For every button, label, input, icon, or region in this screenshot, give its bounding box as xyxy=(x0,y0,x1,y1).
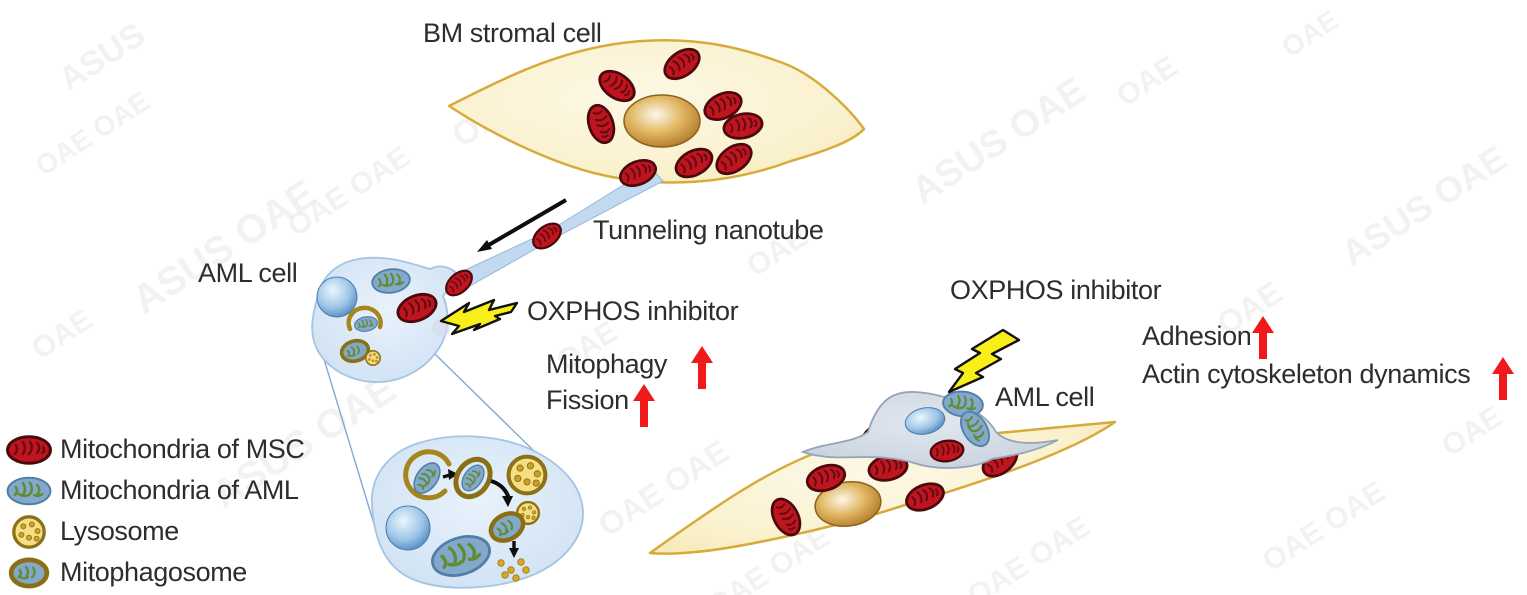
lysosome-shape xyxy=(365,350,381,366)
stromal-right-nucleus xyxy=(814,480,882,528)
inset-step-arrow-1 xyxy=(442,469,458,480)
legend-item-mitophagosome: Mitophagosome xyxy=(4,552,305,593)
lightning-bolt-icon xyxy=(439,298,519,336)
legend-label: Lysosome xyxy=(60,516,179,546)
bm-nucleus xyxy=(623,94,701,148)
label-oxphos-inhibitor-left: OXPHOS inhibitor xyxy=(527,296,739,326)
legend-label: Mitochondria of AML xyxy=(60,475,299,505)
arrow-up-icon-adhesion xyxy=(1252,316,1274,359)
label-mitophagy: Mitophagy xyxy=(546,349,667,379)
inset-step-arrow-2 xyxy=(490,479,513,507)
arrow-up-icon-fission xyxy=(633,384,655,427)
legend-item-mitochondria-aml: Mitochondria of AML xyxy=(4,470,305,511)
vesicle xyxy=(432,319,450,337)
legend: Mitochondria of MSC Mitochondria of AML … xyxy=(4,429,305,593)
mitochondria-aml-icon xyxy=(6,476,52,505)
aml-cell-left xyxy=(311,256,536,525)
aml-nucleus xyxy=(316,276,358,318)
zoom-line-left xyxy=(319,345,375,525)
lightning-bolt-icon-right xyxy=(947,328,1021,394)
aml-right-nucleus xyxy=(904,407,946,435)
arrow-up-icon-mitophagy xyxy=(691,346,713,389)
inset-nucleus xyxy=(385,505,431,551)
bm-stromal-cell xyxy=(447,38,866,185)
phagophore-arc xyxy=(346,305,383,332)
label-aml-cell-left: AML cell xyxy=(198,258,298,288)
legend-item-lysosome: Lysosome xyxy=(4,511,305,552)
degradation-dots xyxy=(497,558,530,582)
label-actin-cytoskeleton-dynamics: Actin cytoskeleton dynamics xyxy=(1142,359,1471,389)
inset-phagophore-arc xyxy=(403,449,452,501)
transfer-direction-arrow xyxy=(477,198,568,252)
label-tunneling-nanotube: Tunneling nanotube xyxy=(593,215,824,245)
inset-lysosome xyxy=(509,457,546,494)
tunneling-nanotube xyxy=(449,154,664,292)
legend-label: Mitophagosome xyxy=(60,557,247,587)
inset-step-arrow-3 xyxy=(509,541,519,558)
lysosome-icon xyxy=(12,514,46,549)
aml-cell-right xyxy=(800,388,1059,469)
mitochondria-msc-icon xyxy=(6,434,52,465)
inset-magnified-aml-cell xyxy=(371,435,584,589)
legend-item-mitochondria-msc: Mitochondria of MSC xyxy=(4,429,305,470)
label-oxphos-inhibitor-right: OXPHOS inhibitor xyxy=(950,275,1162,305)
label-fission: Fission xyxy=(546,385,629,415)
label-bm-stromal-cell: BM stromal cell xyxy=(423,18,602,48)
label-adhesion: Adhesion xyxy=(1142,321,1252,351)
arrow-up-icon-actin xyxy=(1492,357,1514,400)
legend-label: Mitochondria of MSC xyxy=(60,434,305,464)
label-aml-cell-right: AML cell xyxy=(995,382,1095,412)
mitophagosome-icon xyxy=(4,556,54,590)
